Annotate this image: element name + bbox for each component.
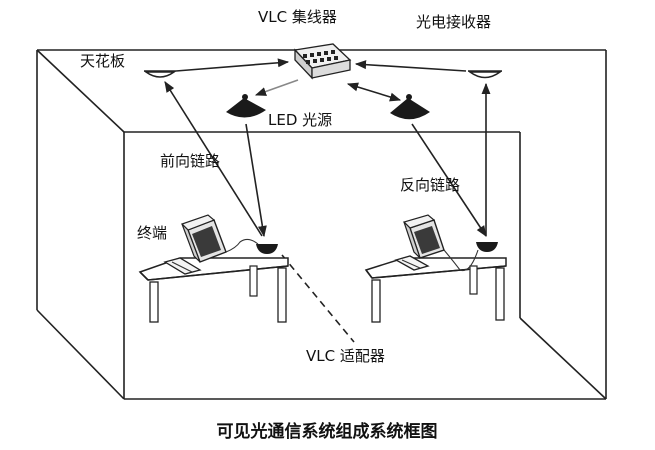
vlc-adapter-right — [443, 242, 498, 272]
room-outline — [36, 49, 607, 400]
ceiling-detector-right — [467, 70, 503, 79]
hub-label: VLC 集线器 — [258, 8, 337, 26]
terminal-label: 终端 — [137, 224, 167, 242]
figure-caption: 可见光通信系统组成系统框图 — [217, 421, 438, 442]
ceiling-label: 天花板 — [80, 52, 125, 70]
forward-link-label: 前向链路 — [160, 152, 220, 170]
reverse-link-label: 反向链路 — [400, 176, 460, 194]
led-light-left — [226, 94, 266, 118]
vlc-hub — [293, 43, 352, 80]
keyboard-left — [163, 257, 202, 275]
terminal-left — [180, 214, 227, 263]
adapter-label: VLC 适配器 — [306, 347, 385, 365]
vlc-adapter-left — [225, 238, 278, 254]
terminal-right — [402, 214, 445, 259]
receiver-label: 光电接收器 — [416, 13, 491, 31]
led-light-right — [390, 94, 430, 120]
network-links — [164, 58, 491, 343]
led-label: LED 光源 — [268, 111, 332, 129]
room-back-wall — [37, 50, 606, 399]
ceiling-detector-left — [143, 70, 177, 78]
keyboard-right — [394, 255, 430, 271]
